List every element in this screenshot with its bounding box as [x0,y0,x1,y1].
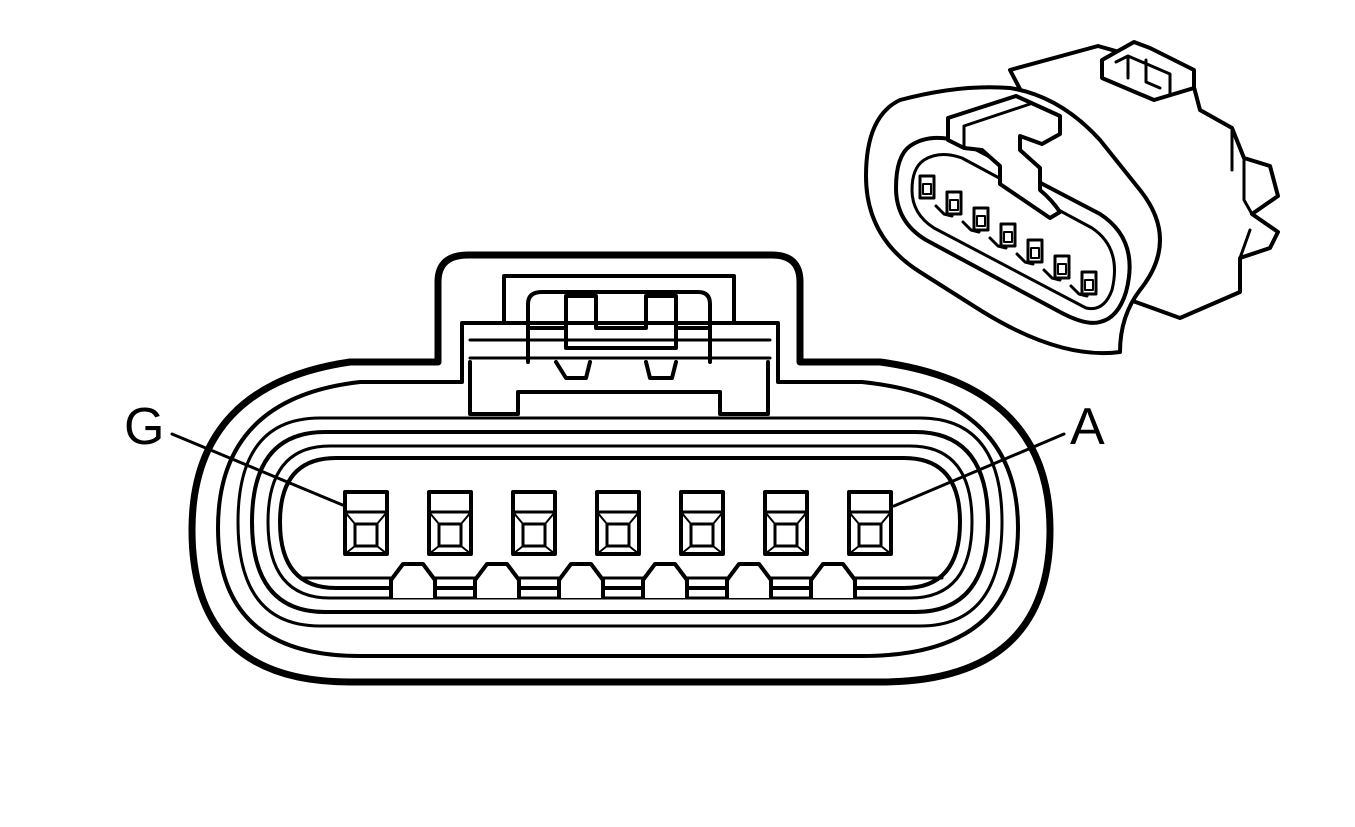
latch-tab [526,290,712,380]
connector-isometric-view [864,40,1280,356]
latch-recess [502,274,736,325]
inset-pin-cavity [999,222,1035,266]
keying-bumps [389,562,857,598]
pin-cavities [343,490,893,556]
keying-bump [809,562,857,598]
seal-ring-outer [236,416,1004,628]
inset-latch-tower [946,94,1062,220]
pin-cavity [511,490,557,556]
leader-line-g [170,432,347,508]
pin-cavity [343,490,389,556]
inset-pin-cavity [918,174,954,218]
keying-bump [473,562,521,598]
terminal-cavity-outline [278,456,962,590]
connector-face-view: G A [124,251,1105,686]
inset-pin-cavities [918,174,1098,298]
inset-pin-cavity [1080,270,1098,296]
pin-label-a: A [1070,398,1105,456]
latch-tower-ledge [468,338,772,360]
inset-pin-cavity [945,190,981,234]
connector-housing-outer [188,251,1054,686]
keying-bump [389,562,437,598]
lock-slot [468,360,770,416]
inset-pin-cavity [972,206,1008,250]
pin-label-g: G [124,398,164,456]
pin-cavity [847,490,893,556]
connector-body-rear [1008,44,1280,320]
pin-cavity [427,490,473,556]
pin-cavity [763,490,809,556]
keying-bump [557,562,605,598]
leader-line-a [892,432,1066,508]
connector-housing-inner [216,321,1020,658]
pin-cavity [679,490,725,556]
keying-bump [725,562,773,598]
pin-cavity [595,490,641,556]
keying-bump [641,562,689,598]
